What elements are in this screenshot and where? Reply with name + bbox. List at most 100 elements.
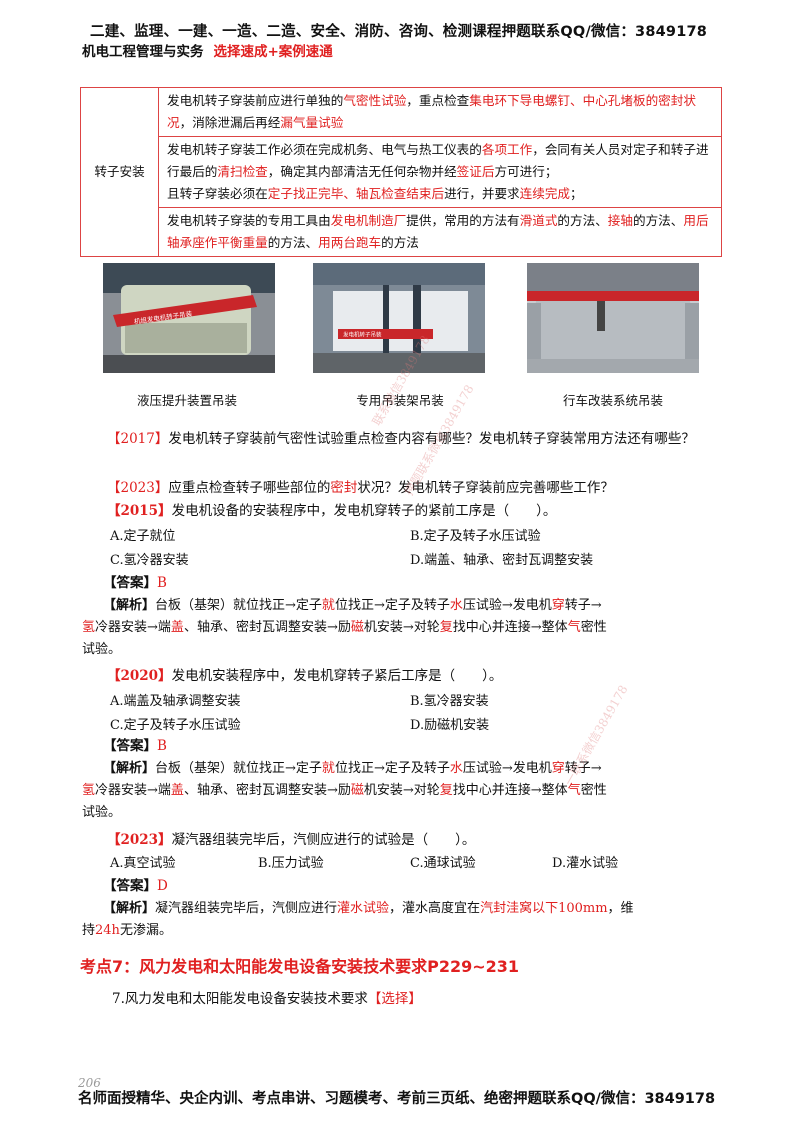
question-year: 【2020】 <box>107 668 172 684</box>
photo-special-frame: 发电机转子吊装 <box>313 263 485 373</box>
highlight-text: 气密性试验 <box>343 93 407 108</box>
table-row-label: 转子安装 <box>80 87 159 257</box>
question-text: 发电机设备的安装程序中，发电机穿转子的紧前工序是（ ）。 <box>171 503 557 519</box>
option-c: C.氢冷器安装 <box>110 553 189 568</box>
highlight-text: 各项工作 <box>481 142 533 157</box>
requirements-table: 转子安装 发电机转子穿装前应进行单独的气密性试验，重点检查集电环下导电螺钉、中心… <box>80 87 722 257</box>
section-item: 7.风力发电和太阳能发电设备安装技术要求【选择】 <box>112 987 422 1007</box>
table-cell: 发电机转子穿装前应进行单独的气密性试验，重点检查集电环下导电螺钉、中心孔堵板的密… <box>158 87 722 137</box>
photo-banner-text: 发电机转子吊装 <box>343 331 382 339</box>
option-a: A.端盖及轴承调整安装 <box>110 694 241 709</box>
highlight-text: 就 <box>321 761 335 776</box>
highlight-text: 氢 <box>82 620 96 635</box>
question-2023-b: 【2023】凝汽器组装完毕后，汽侧应进行的试验是（ ）。 <box>107 829 747 851</box>
answer-label: 【答案】 <box>103 738 157 754</box>
analysis-text: 台板（基架）就位找正→定子就位找正→定子及转子水压试验→发电机穿转子→氢冷器安装… <box>82 598 607 657</box>
photo-caption: 行车改装系统吊装 <box>562 393 663 408</box>
analysis-2020: 【解析】台板（基架）就位找正→定子就位找正→定子及转子水压试验→发电机穿转子→氢… <box>82 758 727 824</box>
highlight-text: 复 <box>439 620 453 635</box>
highlight-text: 氢 <box>82 783 96 798</box>
answer-label: 【答案】 <box>103 575 157 591</box>
option-d: D.励磁机安装 <box>410 718 490 733</box>
question-2017: 【2017】发电机转子穿装前气密性试验重点检查内容有哪些？发电机转子穿装常用方法… <box>82 428 722 450</box>
analysis-text: 台板（基架）就位找正→定子就位找正→定子及转子水压试验→发电机穿转子→氢冷器安装… <box>82 761 607 820</box>
table-cell: 发电机转子穿装工作必须在完成机务、电气与热工仪表的各项工作，会同有关人员对定子和… <box>158 136 722 208</box>
question-text: 发电机转子穿装前气密性试验重点检查内容有哪些？发电机转子穿装常用方法还有哪些？ <box>168 431 695 447</box>
course-title: 机电工程管理与实务选择速成+案例速通 <box>82 40 333 60</box>
option-d: D.灌水试验 <box>552 856 619 871</box>
answer-2023-b: 【答案】D <box>103 875 743 897</box>
highlight-text: 定子找正完毕、轴瓦检查结束后 <box>267 186 445 201</box>
question-year: 【2015】 <box>107 503 172 519</box>
highlight-text: 连续完成 <box>519 186 570 201</box>
analysis-2015: 【解析】台板（基架）就位找正→定子就位找正→定子及转子水压试验→发电机穿转子→氢… <box>82 595 727 661</box>
highlight-text: 清扫检查 <box>217 164 268 179</box>
highlight-text: 气 <box>567 620 581 635</box>
course-name: 机电工程管理与实务 <box>82 44 204 60</box>
highlight-text: 滑道式 <box>519 213 558 228</box>
analysis-label: 【解析】 <box>103 901 156 916</box>
analysis-label: 【解析】 <box>103 598 156 613</box>
answer-value: B <box>157 738 167 754</box>
answer-label: 【答案】 <box>103 878 157 894</box>
section-heading: 考点7：风力发电和太阳能发电设备安装技术要求P229~231 <box>80 957 520 976</box>
highlight-text: 发电机制造厂 <box>330 213 407 228</box>
question-text: 凝汽器组装完毕后，汽侧应进行的试验是（ ）。 <box>171 832 476 848</box>
question-text: 发电机安装程序中，发电机穿转子紧后工序是（ ）。 <box>171 668 503 684</box>
answer-value: D <box>157 878 168 894</box>
highlight-text: 签证后 <box>456 164 495 179</box>
question-2023-a: 【2023】应重点检查转子哪些部位的密封状况？发电机转子穿装前应完善哪些工作？ <box>107 477 747 499</box>
question-text: 应重点检查转子哪些部位的 <box>168 480 331 496</box>
highlight-text: 穿 <box>551 761 565 776</box>
question-keyword: 密封 <box>330 480 358 496</box>
highlight-text: 用后轴承座作平衡重量 <box>167 213 709 250</box>
answer-2015: 【答案】B <box>103 572 743 594</box>
analysis-label: 【解析】 <box>103 761 156 776</box>
answer-value: B <box>157 575 167 591</box>
option-b: B.氢冷器安装 <box>410 694 489 709</box>
option-c: C.定子及转子水压试验 <box>110 718 241 733</box>
highlight-text: 气 <box>567 783 581 798</box>
footer-banner: 名师面授精华、央企内训、考点串讲、习题模考、考前三页纸、绝密押题联系QQ/微信：… <box>78 1091 716 1107</box>
analysis-text: 凝汽器组装完毕后，汽侧应进行灌水试验，灌水高度宜在汽封洼窝以下100mm，维持2… <box>82 901 634 938</box>
highlight-text: 水 <box>449 598 463 613</box>
course-tag: 选择速成+案例速通 <box>213 44 333 60</box>
question-2020: 【2020】发电机安装程序中，发电机穿转子紧后工序是（ ）。 <box>107 665 747 687</box>
option-d: D.端盖、轴承、密封瓦调整安装 <box>410 553 594 568</box>
analysis-2023-b: 【解析】凝汽器组装完毕后，汽侧应进行灌水试验，灌水高度宜在汽封洼窝以下100mm… <box>82 898 727 942</box>
page-number: 206 <box>78 1076 101 1090</box>
highlight-text: 磁 <box>350 620 364 635</box>
option-c: C.通球试验 <box>410 856 476 871</box>
photo-hydraulic-lift: 机组发电机转子吊装 <box>103 263 275 373</box>
highlight-text: 汽封洼窝以下100mm <box>480 901 608 916</box>
section-item-tag: 【选择】 <box>367 991 422 1007</box>
option-b: B.定子及转子水压试验 <box>410 529 541 544</box>
question-year: 【2017】 <box>107 431 169 447</box>
question-year: 【2023】 <box>107 832 172 848</box>
highlight-text: 复 <box>439 783 453 798</box>
highlight-text: 磁 <box>350 783 364 798</box>
highlight-text: 盖 <box>170 620 184 635</box>
option-a: A.定子就位 <box>110 529 176 544</box>
option-a: A.真空试验 <box>110 856 176 871</box>
highlight-text: 盖 <box>170 783 184 798</box>
question-year: 【2023】 <box>107 480 169 496</box>
highlight-text: 接轴 <box>607 213 633 228</box>
question-2015: 【2015】发电机设备的安装程序中，发电机穿转子的紧前工序是（ ）。 <box>107 500 747 522</box>
highlight-text: 集电环下导电螺钉、中心孔堵板的密封状况 <box>167 93 696 130</box>
answer-2020: 【答案】B <box>103 735 743 757</box>
highlight-text: 用两台跑车 <box>318 235 382 250</box>
highlight-text: 灌水试验 <box>337 901 390 916</box>
highlight-text: 24h <box>95 923 120 938</box>
highlight-text: 漏气量试验 <box>280 115 344 130</box>
highlight-text: 就 <box>321 598 335 613</box>
table-cell: 发电机转子穿装的专用工具由发电机制造厂提供，常用的方法有滑道式的方法、接轴的方法… <box>158 207 722 257</box>
option-b: B.压力试验 <box>258 856 324 871</box>
header-banner: 二建、监理、一建、一造、二造、安全、消防、咨询、检测课程押题联系QQ/微信：38… <box>90 24 708 40</box>
photo-crane-system <box>527 263 699 373</box>
section-item-text: 7.风力发电和太阳能发电设备安装技术要求 <box>112 991 368 1007</box>
photo-caption: 专用吊装架吊装 <box>356 393 444 408</box>
question-text: 状况？发电机转子穿装前应完善哪些工作？ <box>357 480 614 496</box>
highlight-text: 穿 <box>551 598 565 613</box>
photo-caption: 液压提升装置吊装 <box>136 393 237 408</box>
